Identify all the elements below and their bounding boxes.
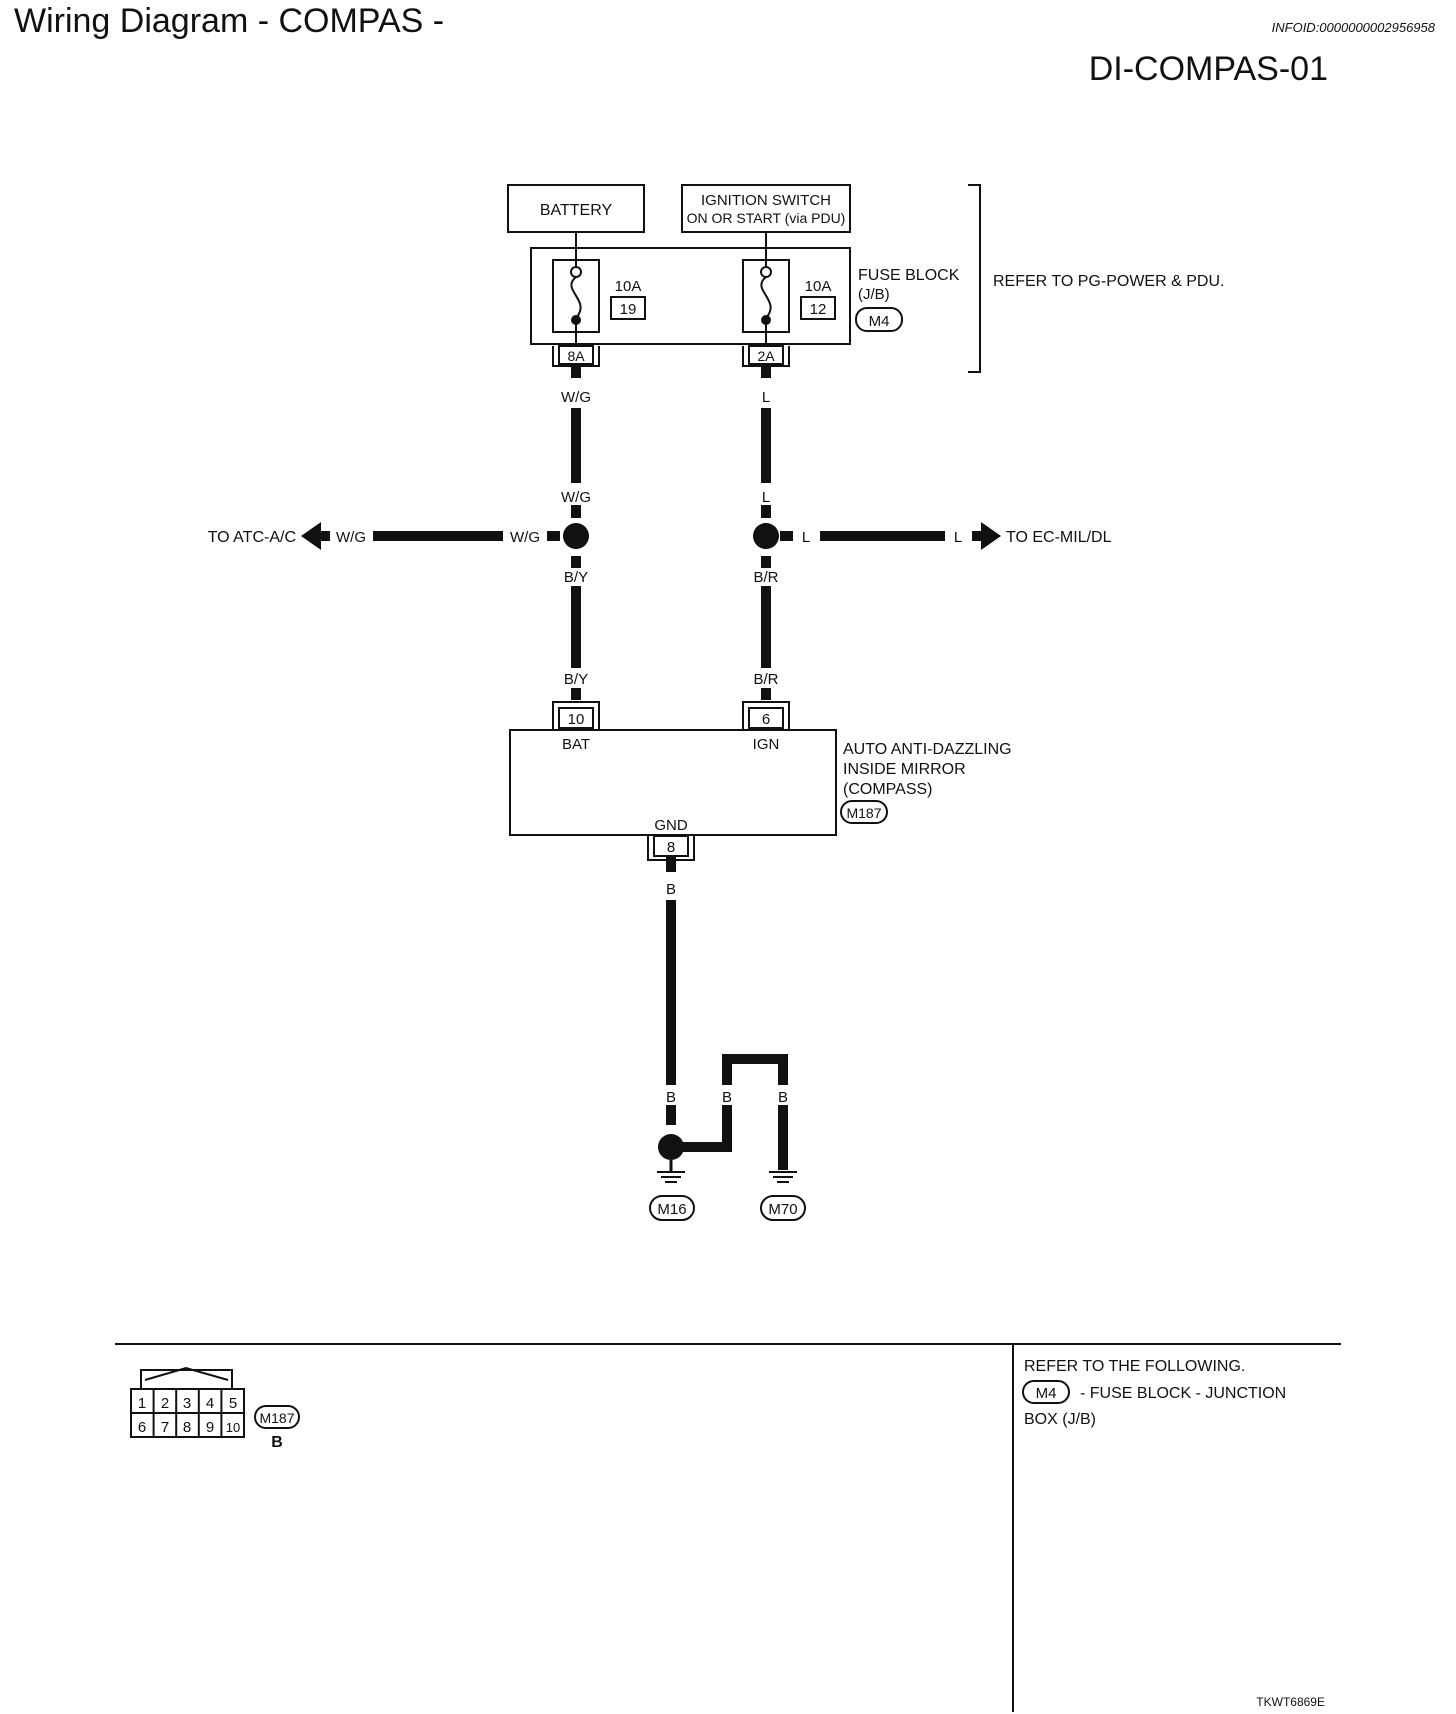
wire-label-wg-1: W/G — [561, 389, 591, 406]
ground-icon-m70 — [769, 1171, 797, 1183]
fuse-block-connector: M4 — [869, 313, 890, 330]
connector-pin: 2 — [161, 1395, 169, 1412]
fuse-12 — [742, 259, 790, 344]
mirror-pin-ign-label: IGN — [753, 736, 780, 753]
ground-m16-oval — [649, 1195, 695, 1221]
mirror-pin-6-connector — [742, 701, 790, 730]
wire-label-b-2: B — [666, 1089, 676, 1106]
wire-label-b-1: B — [666, 881, 676, 898]
fuse-12-amp: 10A — [805, 278, 832, 295]
connector-pin: 7 — [161, 1419, 169, 1436]
wire-label-l-3: L — [802, 529, 810, 546]
fuse-block-refer: REFER TO PG-POWER & PDU. — [993, 273, 1224, 290]
wire-label-br-2: B/R — [753, 671, 778, 688]
battery-label: BATTERY — [540, 202, 613, 219]
wire-label-by-1: B/Y — [564, 569, 588, 586]
ground-splice — [658, 1134, 684, 1160]
connector-view-id-oval — [254, 1405, 300, 1429]
connector-pin: 1 — [138, 1395, 146, 1412]
diagram-code: DI-COMPAS-01 — [1089, 50, 1328, 88]
wire-label-l-4: L — [954, 529, 962, 546]
fuse-19-amp: 10A — [615, 278, 642, 295]
wire-label-wg-2: W/G — [561, 489, 591, 506]
ignition-switch-label: IGNITION SWITCH — [701, 192, 831, 209]
refer-bracket — [968, 184, 981, 373]
connector-pin: 8 — [183, 1419, 191, 1436]
refer-heading: REFER TO THE FOLLOWING. — [1024, 1358, 1245, 1375]
connector-pin: 5 — [229, 1395, 237, 1412]
ground-jumper — [671, 1054, 788, 1170]
fuse-19-number-box — [610, 296, 646, 320]
wires — [373, 366, 945, 1125]
mirror-pin-bat-label: BAT — [562, 736, 590, 753]
mirror-name-2: INSIDE MIRROR — [843, 761, 966, 778]
splice-l — [753, 523, 779, 549]
info-id: INFOID:0000000002956958 — [1272, 20, 1436, 35]
wire-label-wg-3: W/G — [336, 529, 366, 546]
fuse-19-number: 19 — [620, 301, 637, 318]
connector-pin: 10 — [226, 1420, 240, 1435]
fuse-block-box — [530, 247, 851, 345]
connector-face-view — [130, 1366, 245, 1438]
connector-view-id: M187 — [259, 1410, 294, 1426]
wire-label-l-1: L — [762, 389, 770, 406]
branch-left-label: TO ATC-A/C — [208, 529, 296, 546]
terminal-8A — [552, 345, 600, 367]
terminal-2A — [742, 345, 790, 367]
arrow-left-icon — [301, 522, 321, 550]
ground-m70-oval — [760, 1195, 806, 1221]
refer-desc-1: - FUSE BLOCK - JUNCTION — [1080, 1385, 1286, 1402]
branch-right-label: TO EC-MIL/DL — [1006, 529, 1112, 546]
wire-label-l-2: L — [762, 489, 770, 506]
connector-pin: 4 — [206, 1395, 214, 1412]
fuse-block-name: FUSE BLOCK — [858, 267, 960, 284]
wire-label-b-3: B — [722, 1089, 732, 1106]
wire-label-wg-4: W/G — [510, 529, 540, 546]
ground-m70-label: M70 — [768, 1201, 797, 1218]
mirror-pin-8-connector — [647, 835, 695, 861]
fuse-12-number-box — [800, 296, 836, 320]
fuse-block-connector-oval — [855, 307, 903, 332]
mirror-connector: M187 — [846, 805, 881, 821]
mirror-name-3: (COMPASS) — [843, 781, 932, 798]
connector-pin: 3 — [183, 1395, 191, 1412]
connector-view-color: B — [271, 1434, 283, 1451]
splice-wg — [563, 523, 589, 549]
refer-connector: M4 — [1036, 1385, 1057, 1402]
mirror-connector-oval — [840, 800, 888, 824]
arrow-right-icon — [981, 522, 1001, 550]
fuse-block-jb: (J/B) — [858, 286, 890, 303]
connector-pin: 6 — [138, 1419, 146, 1436]
fuse-19 — [552, 259, 600, 344]
mirror-pin-8: 8 — [667, 839, 675, 856]
connector-pin: 9 — [206, 1419, 214, 1436]
refer-connector-oval — [1022, 1380, 1070, 1404]
terminal-2A-label: 2A — [757, 348, 775, 364]
wire-label-br-1: B/R — [753, 569, 778, 586]
ignition-switch-sub: ON OR START (via PDU) — [687, 210, 846, 226]
terminal-8A-label: 8A — [567, 348, 585, 364]
mirror-pin-6: 6 — [762, 711, 770, 728]
page-title: Wiring Diagram - COMPAS - — [14, 2, 444, 40]
ground-icon-m16 — [657, 1171, 685, 1183]
mirror-pin-gnd-label: GND — [654, 817, 688, 834]
mirror-pin-10-connector — [552, 701, 600, 730]
wire-label-by-2: B/Y — [564, 671, 588, 688]
footer-code: TKWT6869E — [1256, 1695, 1325, 1709]
wire-label-b-4: B — [778, 1089, 788, 1106]
refer-desc-2: BOX (J/B) — [1024, 1411, 1096, 1428]
fuse-12-number: 12 — [810, 301, 827, 318]
ground-m16-label: M16 — [657, 1201, 686, 1218]
mirror-pin-10: 10 — [568, 711, 585, 728]
mirror-name-1: AUTO ANTI-DAZZLING — [843, 741, 1012, 758]
